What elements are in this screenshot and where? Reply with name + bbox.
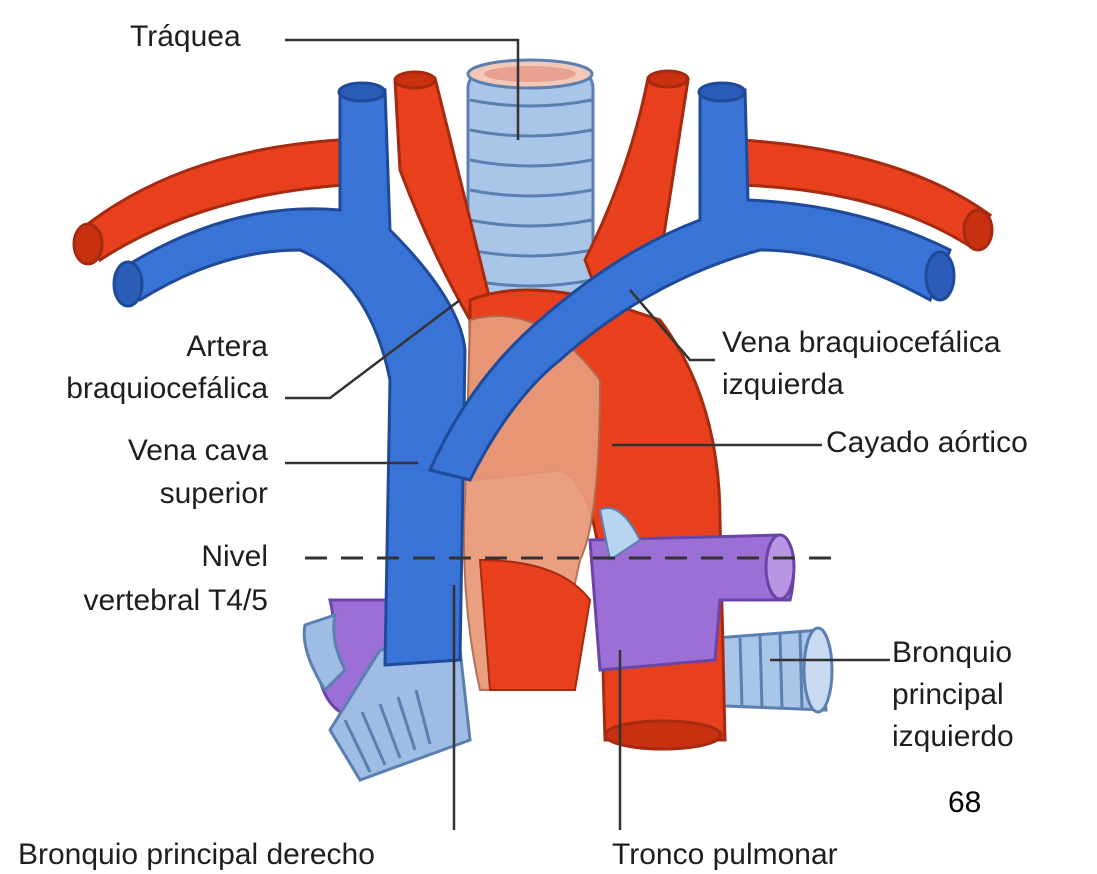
label-artera-1: Artera xyxy=(186,330,268,363)
label-nivel-1: Nivel xyxy=(201,540,268,573)
label-nivel-2: vertebral T4/5 xyxy=(83,584,268,617)
label-traquea: Tráquea xyxy=(130,20,241,53)
label-bronquio-izq-2: principal xyxy=(892,678,1004,711)
label-bronquio-izq-1: Bronquio xyxy=(892,636,1013,669)
subclavian-arteries xyxy=(72,138,994,266)
leader-traquea xyxy=(285,38,520,140)
trachea xyxy=(466,58,595,312)
pulmonary-trunk xyxy=(588,507,796,672)
page-number: 68 xyxy=(948,786,982,819)
leader-vena-braq xyxy=(629,289,715,362)
label-vena-cava-2: superior xyxy=(159,477,268,510)
label-artera-2: braquiocefálica xyxy=(66,372,268,405)
label-cayado: Cayado aórtico xyxy=(826,426,1028,459)
veins xyxy=(112,81,956,667)
leader-artera xyxy=(285,299,461,400)
label-bronquio-izq-3: izquierdo xyxy=(892,720,1014,753)
label-vena-cava-1: Vena cava xyxy=(127,434,268,467)
label-vena-braq-2: izquierda xyxy=(722,368,844,401)
leader-lines xyxy=(285,38,890,830)
label-vena-braq-1: Vena braquiocefálica xyxy=(722,326,1001,359)
label-tronco: Tronco pulmonar xyxy=(612,838,838,871)
label-bronquio-der: Bronquio principal derecho xyxy=(18,838,375,871)
